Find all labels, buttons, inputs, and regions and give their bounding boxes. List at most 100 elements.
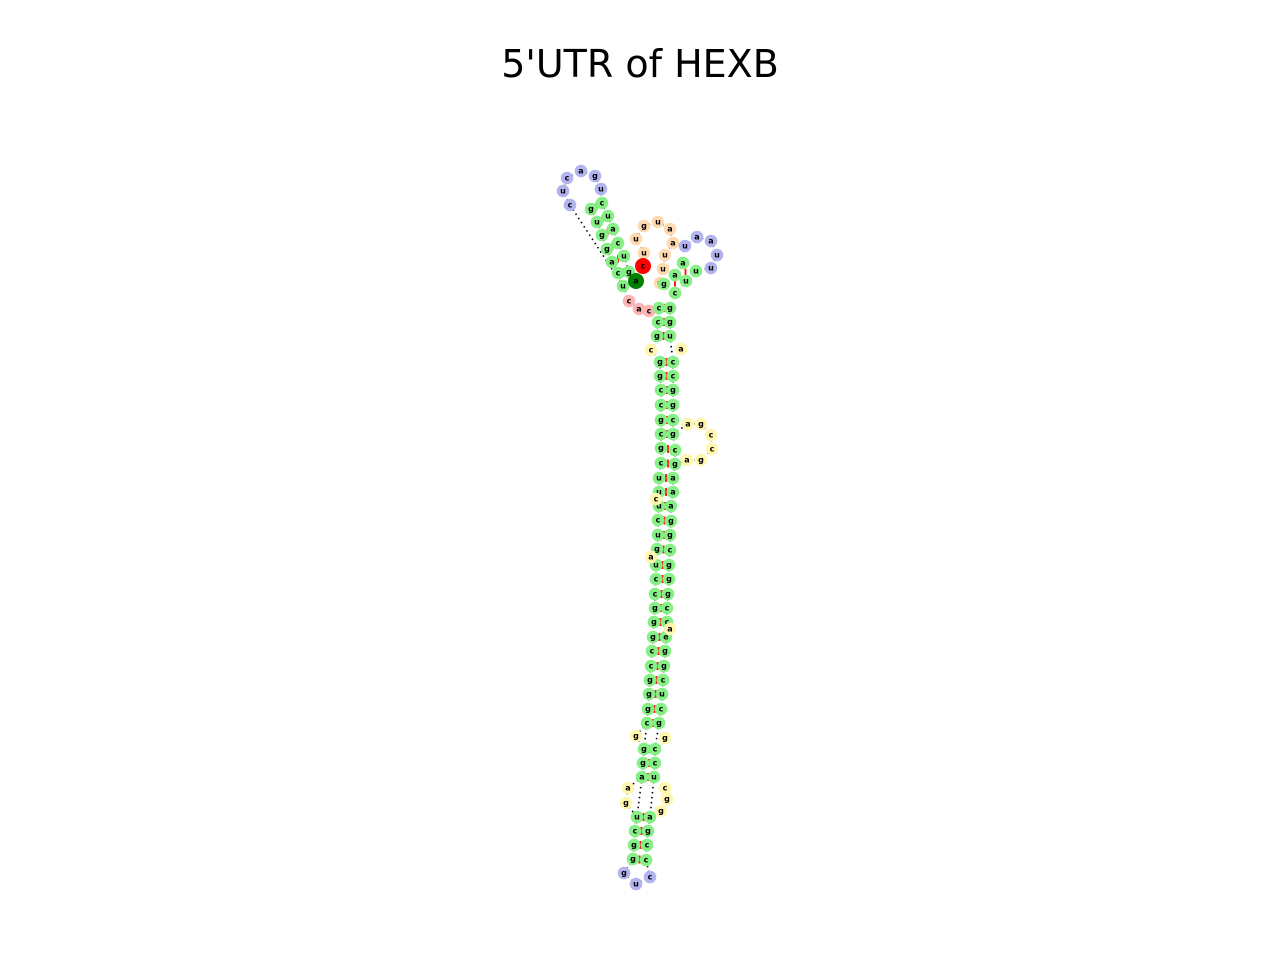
nucleotide: a xyxy=(676,256,690,270)
nucleotide: g xyxy=(647,615,661,629)
nucleotide-marker xyxy=(644,659,658,673)
nucleotide: c xyxy=(666,413,680,427)
nucleotide-marker xyxy=(666,485,680,499)
nucleotide-marker xyxy=(690,230,704,244)
nucleotide-marker xyxy=(605,255,619,269)
nucleotide-letter: c xyxy=(645,719,650,728)
nucleotide: g xyxy=(657,277,671,291)
nucleotide: g xyxy=(663,301,677,315)
nucleotide-letter: a xyxy=(667,625,672,634)
nucleotide: c xyxy=(560,171,574,185)
nucleotide: u xyxy=(656,262,670,276)
nucleotide-layer: ucagguggucauccucaguuguaauuucaugaauuuaauu… xyxy=(556,164,724,891)
nucleotide-marker xyxy=(560,171,574,185)
nucleotide: u xyxy=(658,248,672,262)
nucleotide-marker xyxy=(652,301,666,315)
nucleotide-marker xyxy=(654,398,668,412)
nucleotide: g xyxy=(629,729,643,743)
nucleotide-marker xyxy=(644,550,658,564)
nucleotide-letter: u xyxy=(634,813,640,822)
nucleotide: a xyxy=(605,255,619,269)
nucleotide-marker xyxy=(668,286,682,300)
nucleotide-letter: g xyxy=(658,416,664,425)
nucleotide: c xyxy=(648,587,662,601)
nucleotide-letter: g xyxy=(652,604,658,613)
nucleotide-marker xyxy=(641,702,655,716)
nucleotide: c xyxy=(640,716,654,730)
nucleotide-letter: a xyxy=(578,167,583,176)
nucleotide: c xyxy=(644,659,658,673)
nucleotide-marker xyxy=(645,644,659,658)
nucleotide-letter: u xyxy=(620,282,626,291)
nucleotide-letter: c xyxy=(627,297,632,306)
nucleotide-letter: g xyxy=(661,280,667,289)
nucleotide-letter: g xyxy=(665,590,671,599)
nucleotide-marker xyxy=(658,644,672,658)
nucleotide-letter: c xyxy=(645,841,650,850)
nucleotide: g xyxy=(666,398,680,412)
nucleotide: a xyxy=(704,234,718,248)
nucleotide-marker xyxy=(689,264,703,278)
nucleotide-marker xyxy=(617,249,631,263)
nucleotide-letter: a xyxy=(685,420,690,429)
nucleotide-letter: u xyxy=(560,187,566,196)
nucleotide-marker xyxy=(643,870,657,884)
nucleotide-letter: c xyxy=(668,546,673,555)
nucleotide-letter: u xyxy=(605,212,611,221)
nucleotide-marker xyxy=(655,687,669,701)
nucleotide: a xyxy=(664,499,678,513)
nucleotide-letter: g xyxy=(592,172,598,181)
nucleotide-letter: c xyxy=(650,647,655,656)
nucleotide-letter: a xyxy=(609,258,614,267)
nucleotide-marker xyxy=(681,417,695,431)
nucleotide: c xyxy=(639,853,653,867)
nucleotide-marker xyxy=(663,222,677,236)
nucleotide-letter: g xyxy=(621,869,627,878)
nucleotide-marker xyxy=(643,673,657,687)
nucleotide-letter: u xyxy=(653,561,659,570)
nucleotide-marker xyxy=(639,853,653,867)
nucleotide-marker xyxy=(694,453,708,467)
nucleotide: a xyxy=(643,810,657,824)
nucleotide-letter: c xyxy=(659,430,664,439)
nucleotide-marker xyxy=(663,622,677,636)
nucleotide-letter: c xyxy=(673,289,678,298)
nucleotide: c xyxy=(611,266,625,280)
nucleotide-letter: u xyxy=(693,267,699,276)
nucleotide-letter: c xyxy=(663,784,668,793)
nucleotide: g xyxy=(666,383,680,397)
nucleotide-letter: g xyxy=(630,855,636,864)
nucleotide: u xyxy=(617,249,631,263)
nucleotide-letter: g xyxy=(698,420,704,429)
nucleotide: c xyxy=(666,369,680,383)
nucleotide-marker xyxy=(648,587,662,601)
nucleotide-marker xyxy=(635,770,649,784)
nucleotide-marker xyxy=(664,499,678,513)
nucleotide: c xyxy=(654,456,668,470)
nucleotide-marker xyxy=(647,615,661,629)
nucleotide: c xyxy=(628,824,642,838)
nucleotide-letter: g xyxy=(662,734,668,743)
nucleotide: a xyxy=(621,781,635,795)
nucleotide: u xyxy=(651,215,665,229)
nucleotide-marker xyxy=(666,369,680,383)
nucleotide: g xyxy=(662,572,676,586)
nucleotide-marker xyxy=(611,236,625,250)
nucleotide-letter: c xyxy=(644,856,649,865)
nucleotide: c xyxy=(663,543,677,557)
nucleotide-marker xyxy=(629,232,643,246)
nucleotide-marker xyxy=(617,866,631,880)
nucleotide: c xyxy=(595,196,609,210)
nucleotide: g xyxy=(652,716,666,730)
nucleotide-letter: c xyxy=(659,386,664,395)
nucleotide: a xyxy=(681,417,695,431)
nucleotide-marker xyxy=(652,471,666,485)
nucleotide-letter: g xyxy=(588,205,594,214)
nucleotide-marker xyxy=(666,398,680,412)
nucleotide-marker xyxy=(648,742,662,756)
nucleotide-letter: u xyxy=(655,218,661,227)
nucleotide: a xyxy=(674,342,688,356)
nucleotide-letter: a xyxy=(680,259,685,268)
nucleotide-letter: g xyxy=(640,759,646,768)
nucleotide-letter: g xyxy=(667,304,673,313)
